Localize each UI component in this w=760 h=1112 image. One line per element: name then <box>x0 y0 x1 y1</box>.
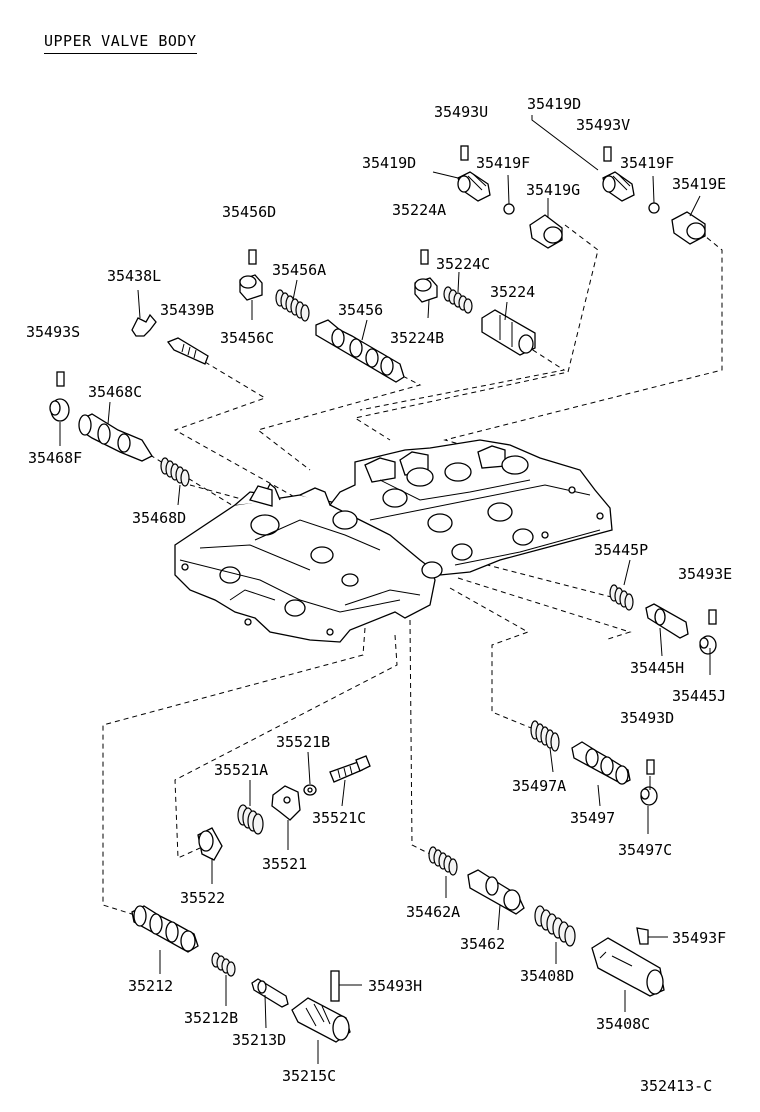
part-label-35445P: 35445P <box>594 541 649 559</box>
part-35212B-spring <box>211 952 236 977</box>
part-label-35493U: 35493U <box>434 103 489 121</box>
part-35497-valve <box>571 741 631 785</box>
part-35445H-valve <box>645 603 689 639</box>
part-label-35521C: 35521C <box>312 809 367 827</box>
part-label-35408D: 35408D <box>520 967 575 985</box>
part-label-35468F: 35468F <box>28 449 83 467</box>
part-35419G-sleeve <box>529 214 563 249</box>
part-label-35456C: 35456C <box>220 329 275 347</box>
part-35456-valve <box>315 319 405 383</box>
part-35522-sleeve <box>197 827 223 861</box>
part-label-35493F: 35493F <box>672 929 727 947</box>
part-35521C-bolt <box>329 755 371 783</box>
part-label-35493V: 35493V <box>576 116 631 134</box>
part-label-35419D-left: 35419D <box>362 154 417 172</box>
part-35456D-key <box>248 249 257 265</box>
part-label-35224: 35224 <box>490 283 536 301</box>
part-label-35462A: 35462A <box>406 903 461 921</box>
part-35493H-key <box>330 970 340 1002</box>
part-label-35215C: 35215C <box>282 1067 337 1085</box>
part-label-35213D: 35213D <box>232 1031 287 1049</box>
part-35419F-ball-right <box>648 202 660 214</box>
part-35497A-spring <box>530 720 560 752</box>
part-35462A-spring <box>428 846 458 876</box>
part-35419F-ball-left <box>503 203 515 215</box>
part-label-35408C: 35408C <box>596 1015 651 1033</box>
part-35408D-spring <box>534 905 576 947</box>
part-label-35521B: 35521B <box>276 733 331 751</box>
part-35456C-plug <box>239 274 263 301</box>
part-35215C-sleeve <box>291 997 351 1043</box>
upper-valve-body-casting <box>174 439 613 643</box>
part-35462-valve <box>467 869 525 915</box>
part-35468C-valve <box>78 413 153 462</box>
part-35493D-key <box>646 759 655 775</box>
part-label-35224B: 35224B <box>390 329 445 347</box>
part-label-35445J: 35445J <box>672 687 727 705</box>
part-35438L-clip <box>131 313 157 337</box>
part-35521-plate <box>271 785 301 821</box>
part-35445P-spring <box>609 584 634 611</box>
part-label-35468D: 35468D <box>132 509 187 527</box>
part-35468D-spring <box>160 457 190 487</box>
part-35224C-spring <box>443 286 473 314</box>
part-label-35456: 35456 <box>338 301 384 319</box>
part-label-35212: 35212 <box>128 977 174 995</box>
part-35224A-key <box>420 249 429 265</box>
part-35468F-plug <box>49 398 70 422</box>
part-label-35497A: 35497A <box>512 777 567 795</box>
part-35497C-plug <box>640 786 658 806</box>
part-35493V-key <box>603 146 612 162</box>
part-35521A-spring <box>237 804 264 835</box>
dashed-leader-lines <box>102 224 723 916</box>
part-label-35438L: 35438L <box>107 267 162 285</box>
part-label-35419E: 35419E <box>672 175 727 193</box>
part-label-35497: 35497 <box>570 809 616 827</box>
part-label-35419D-right: 35419D <box>527 95 582 113</box>
part-35493U-key <box>460 145 469 161</box>
part-label-35224C: 35224C <box>436 255 491 273</box>
part-label-35468C: 35468C <box>88 383 143 401</box>
part-35493E-key <box>708 609 717 625</box>
part-label-35419G: 35419G <box>526 181 581 199</box>
part-label-35493E: 35493E <box>678 565 733 583</box>
part-35521B-washer <box>303 784 317 796</box>
part-label-35445H: 35445H <box>630 659 685 677</box>
part-35224B-plug <box>414 277 438 303</box>
part-35419E-sleeve <box>671 211 706 245</box>
part-label-35522: 35522 <box>180 889 226 907</box>
part-35212-valve <box>131 905 199 953</box>
part-35408C-sleeve <box>591 937 665 997</box>
part-label-35456A: 35456A <box>272 261 327 279</box>
part-35419D-plug-right <box>602 171 635 202</box>
part-35224-valve <box>481 309 536 356</box>
part-label-35439B: 35439B <box>160 301 215 319</box>
diagram-title: UPPER VALVE BODY <box>44 32 197 54</box>
part-35439B-bolt <box>166 337 209 365</box>
part-label-35419F-right: 35419F <box>620 154 675 172</box>
figure-id: 352413-C <box>640 1077 713 1095</box>
part-label-35497C: 35497C <box>618 841 673 859</box>
part-label-35212B: 35212B <box>184 1009 239 1027</box>
part-35493F-key <box>636 927 649 945</box>
part-35493S-key <box>56 371 65 387</box>
part-label-35462: 35462 <box>460 935 506 953</box>
part-35419D-plug-left <box>457 171 491 202</box>
part-35445J-plug <box>699 635 717 655</box>
part-label-35493D: 35493D <box>620 709 675 727</box>
part-label-35521: 35521 <box>262 855 308 873</box>
part-label-35224A: 35224A <box>392 201 447 219</box>
part-label-35419F-left: 35419F <box>476 154 531 172</box>
part-label-35493H: 35493H <box>368 977 423 995</box>
label-leader-lines <box>59 115 711 1064</box>
part-35213D-valve <box>251 978 289 1008</box>
part-label-35493S: 35493S <box>26 323 81 341</box>
part-label-35521A: 35521A <box>214 761 269 779</box>
part-35456A-spring <box>275 289 310 322</box>
part-label-35456D: 35456D <box>222 203 277 221</box>
